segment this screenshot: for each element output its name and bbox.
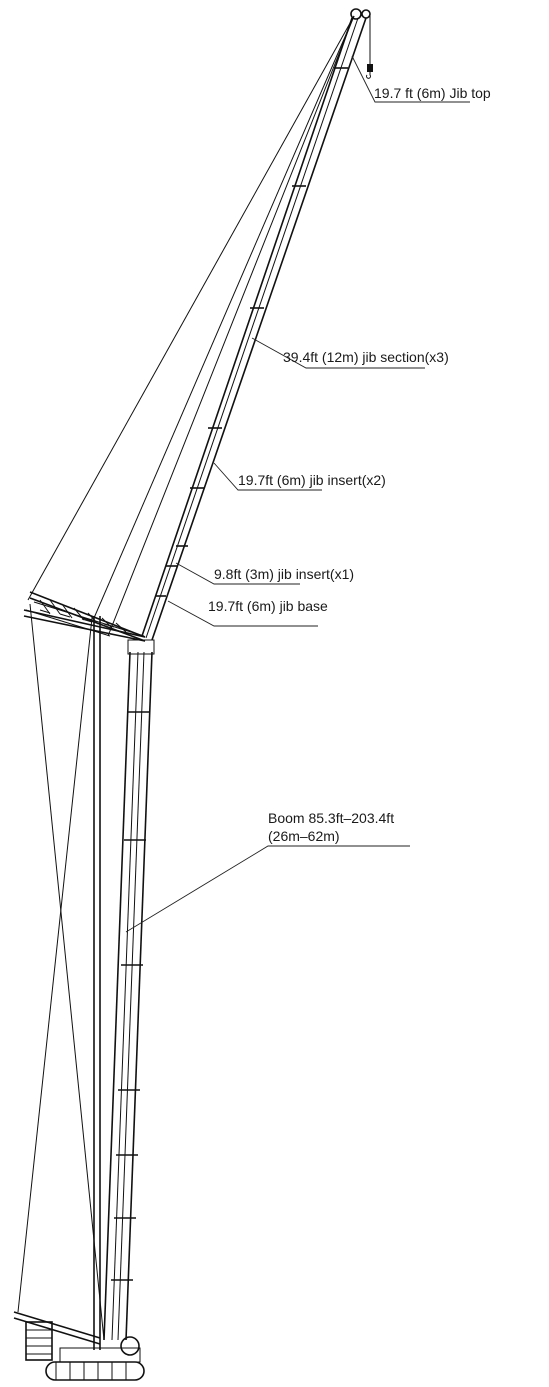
label-jib-insert-3m: 9.8ft (3m) jib insert(x1) xyxy=(214,566,354,582)
label-jib-insert-6m: 19.7ft (6m) jib insert(x2) xyxy=(238,472,386,488)
label-boom-length: Boom 85.3ft–203.4ft xyxy=(268,810,394,826)
callout-labels: 19.7 ft (6m) Jib top 39.4ft (12m) jib se… xyxy=(208,85,491,844)
label-jib-top: 19.7 ft (6m) Jib top xyxy=(374,85,491,101)
hook-block-icon xyxy=(366,64,373,79)
main-boom xyxy=(103,639,155,1341)
label-jib-base: 19.7ft (6m) jib base xyxy=(208,598,328,614)
crawler-base xyxy=(45,1336,145,1381)
jib-tip xyxy=(350,8,371,64)
mast-struts xyxy=(23,591,146,1350)
callout-leaders xyxy=(125,55,470,933)
stay-cables xyxy=(17,15,355,1341)
label-jib-section: 39.4ft (12m) jib section(x3) xyxy=(283,349,449,365)
label-boom-metric: (26m–62m) xyxy=(268,828,340,844)
luffing-jib xyxy=(141,17,367,641)
counterweight xyxy=(13,1311,101,1361)
